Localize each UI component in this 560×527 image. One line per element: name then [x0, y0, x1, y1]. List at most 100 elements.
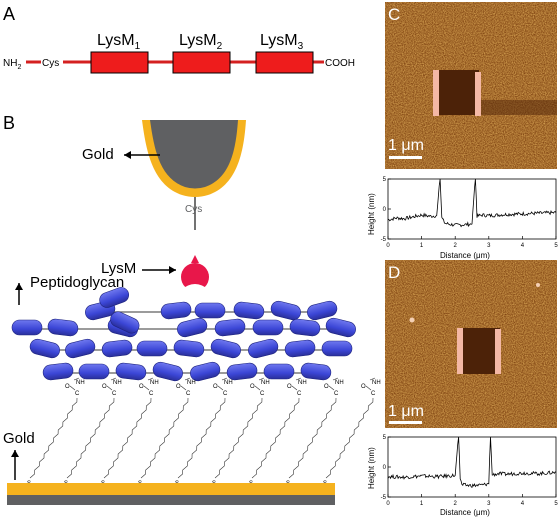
glycan-unit — [160, 301, 192, 320]
alkyl-chain — [251, 397, 300, 479]
glycan-unit — [325, 317, 356, 338]
arrow-icon — [11, 450, 19, 480]
x-tick-label: 3 — [487, 243, 491, 249]
carbonyl-bond — [365, 385, 372, 391]
oxygen-atom: O — [250, 384, 255, 390]
glycan-unit — [152, 361, 183, 382]
amide-nh: NH — [224, 380, 233, 386]
lysm-module-icon — [181, 263, 209, 291]
carbon-atom: C — [75, 391, 80, 397]
glycan-unit — [289, 318, 321, 337]
linker-bond — [221, 377, 228, 381]
panel-label-c: C — [388, 5, 400, 24]
peptidoglycan-layer — [11, 287, 356, 382]
panel-label-a: A — [3, 4, 15, 24]
amide-nh: NH — [187, 380, 196, 386]
amide-nh: NH — [261, 380, 270, 386]
gold-surface-label: Gold — [3, 430, 35, 447]
carbon-atom: C — [112, 391, 117, 397]
glycan-unit — [78, 363, 110, 380]
alkyl-chain — [214, 397, 263, 479]
carbonyl-bond — [143, 385, 150, 391]
y-tick-label: 0 — [383, 207, 387, 213]
afm-tip — [142, 120, 246, 293]
plot-frame — [387, 178, 557, 240]
x-tick-label: 5 — [554, 243, 558, 249]
oxygen-atom: O — [102, 384, 107, 390]
glycan-unit — [115, 362, 147, 381]
linker-bond — [332, 377, 339, 381]
scale-bar-label-c: 1 μm — [388, 137, 424, 154]
carbon-atom: C — [260, 391, 265, 397]
glycan-unit — [29, 338, 60, 359]
glycan-unit — [11, 319, 43, 336]
lysm1-label: LysM1 — [97, 32, 141, 52]
carbon-atom: C — [223, 391, 228, 397]
self-assembled-monolayer: SCONHSCONHSCONHSCONHSCONHSCONHSCONHSCONH… — [27, 377, 381, 487]
carbonyl-bond — [217, 385, 224, 391]
linker-bond — [184, 377, 191, 381]
x-tick-label: 0 — [386, 243, 390, 249]
alkyl-chain — [325, 397, 374, 479]
x-tick-label: 4 — [521, 501, 525, 507]
oxygen-atom: O — [324, 384, 329, 390]
cys-label-b: Cys — [185, 204, 202, 215]
lysm-label: LysM — [101, 260, 136, 277]
glycan-unit — [42, 362, 74, 381]
linker-bond — [110, 377, 117, 381]
oxygen-atom: O — [287, 384, 292, 390]
panel-label-d: D — [388, 263, 400, 282]
glycan-unit — [110, 311, 140, 334]
glycan-unit — [300, 362, 332, 381]
glycan-unit — [65, 338, 96, 359]
peptidoglycan-label: Peptidoglycan — [30, 274, 124, 291]
amide-nh: NH — [76, 380, 85, 386]
glycan-unit — [226, 362, 258, 381]
linker-bond — [73, 377, 80, 381]
cys-label-a: Cys — [42, 58, 59, 69]
lysm1-domain — [90, 51, 149, 74]
glycan-unit — [233, 301, 265, 320]
linker-bond — [147, 377, 154, 381]
linker-bond — [369, 377, 376, 381]
lysm3-label: LysM3 — [260, 32, 304, 52]
x-tick-label: 3 — [487, 501, 491, 507]
protein-construct-diagram: NH2 Cys COOH LysM1 LysM2 LysM3 — [2, 32, 360, 74]
arrow-icon — [124, 151, 160, 159]
afm-image-c — [385, 2, 557, 169]
glycan-unit — [214, 318, 246, 337]
ylabel-d: Height (nm) — [367, 447, 376, 489]
ylabel-c: Height (nm) — [367, 193, 376, 235]
oxygen-atom: O — [361, 384, 366, 390]
x-tick-label: 1 — [420, 243, 424, 249]
carbonyl-bond — [180, 385, 187, 391]
linker-bond — [258, 377, 265, 381]
glycan-unit — [270, 300, 301, 321]
alkyl-chain — [29, 397, 78, 479]
lysm2-label: LysM2 — [179, 32, 223, 52]
glycan-unit — [177, 317, 208, 338]
amide-nh: NH — [150, 380, 159, 386]
glycan-unit — [263, 363, 295, 380]
arrow-icon — [142, 266, 176, 274]
x-tick-label: 2 — [454, 501, 458, 507]
glycan-unit — [194, 302, 226, 319]
glycan-unit — [173, 339, 205, 358]
glycan-unit — [101, 339, 133, 358]
alkyl-chain — [140, 397, 189, 479]
x-tick-label: 0 — [386, 501, 390, 507]
gold-substrate — [7, 483, 335, 495]
oxygen-atom: O — [176, 384, 181, 390]
y-tick-label: -5 — [381, 237, 387, 243]
amide-nh: NH — [113, 380, 122, 386]
carbonyl-bond — [69, 385, 76, 391]
scale-bar-c — [389, 156, 422, 159]
panel-label-b: B — [3, 113, 15, 133]
xlabel-d: Distance (μm) — [440, 508, 490, 517]
carbonyl-bond — [254, 385, 261, 391]
y-tick-label: 5 — [383, 435, 387, 441]
carbon-atom: C — [149, 391, 154, 397]
n-terminus-label: NH2 — [3, 58, 21, 71]
glycan-unit — [248, 338, 279, 359]
linker-bond — [295, 377, 302, 381]
